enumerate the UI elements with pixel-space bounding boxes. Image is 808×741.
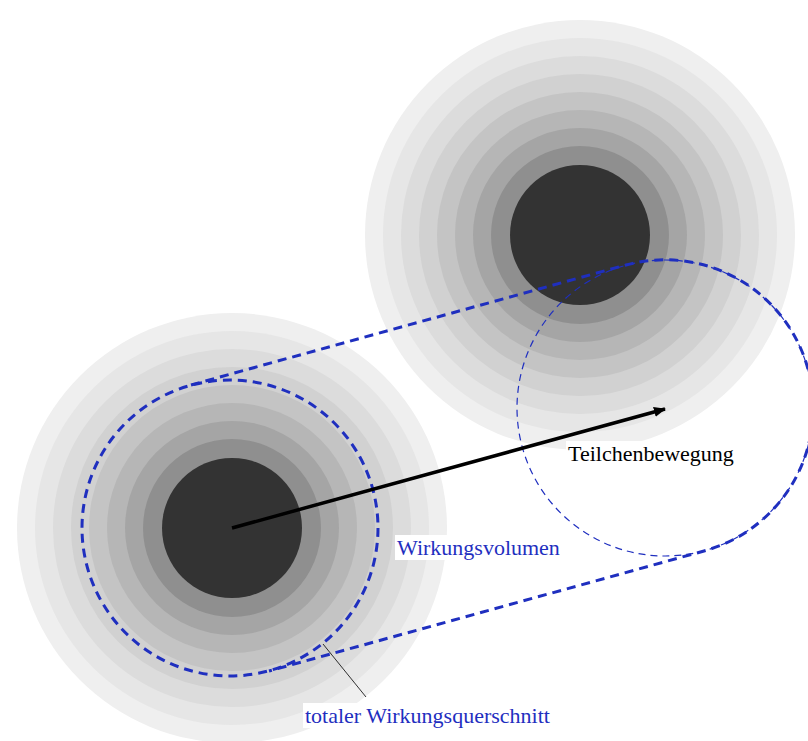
leader-line: [323, 644, 366, 697]
cross-section-circle: [82, 380, 378, 676]
halo-ring: [419, 74, 741, 396]
halo-ring: [510, 165, 650, 305]
halo-ring: [437, 92, 723, 378]
cross-section-label: totaler Wirkungsquerschnitt: [303, 703, 552, 728]
volume-label: Wirkungsvolumen: [395, 535, 562, 560]
arrow-label: Teilchenbewegung: [566, 441, 736, 466]
motion-arrow: [232, 409, 665, 528]
interaction-volume-outline: [191, 260, 808, 671]
halo-ring: [491, 146, 669, 324]
halo-ring: [473, 128, 687, 342]
halo-ring: [383, 38, 777, 432]
halo-ring: [401, 56, 759, 414]
halo-ring: [455, 110, 705, 360]
halo-ring: [365, 20, 795, 450]
particle-halo: [365, 20, 795, 450]
